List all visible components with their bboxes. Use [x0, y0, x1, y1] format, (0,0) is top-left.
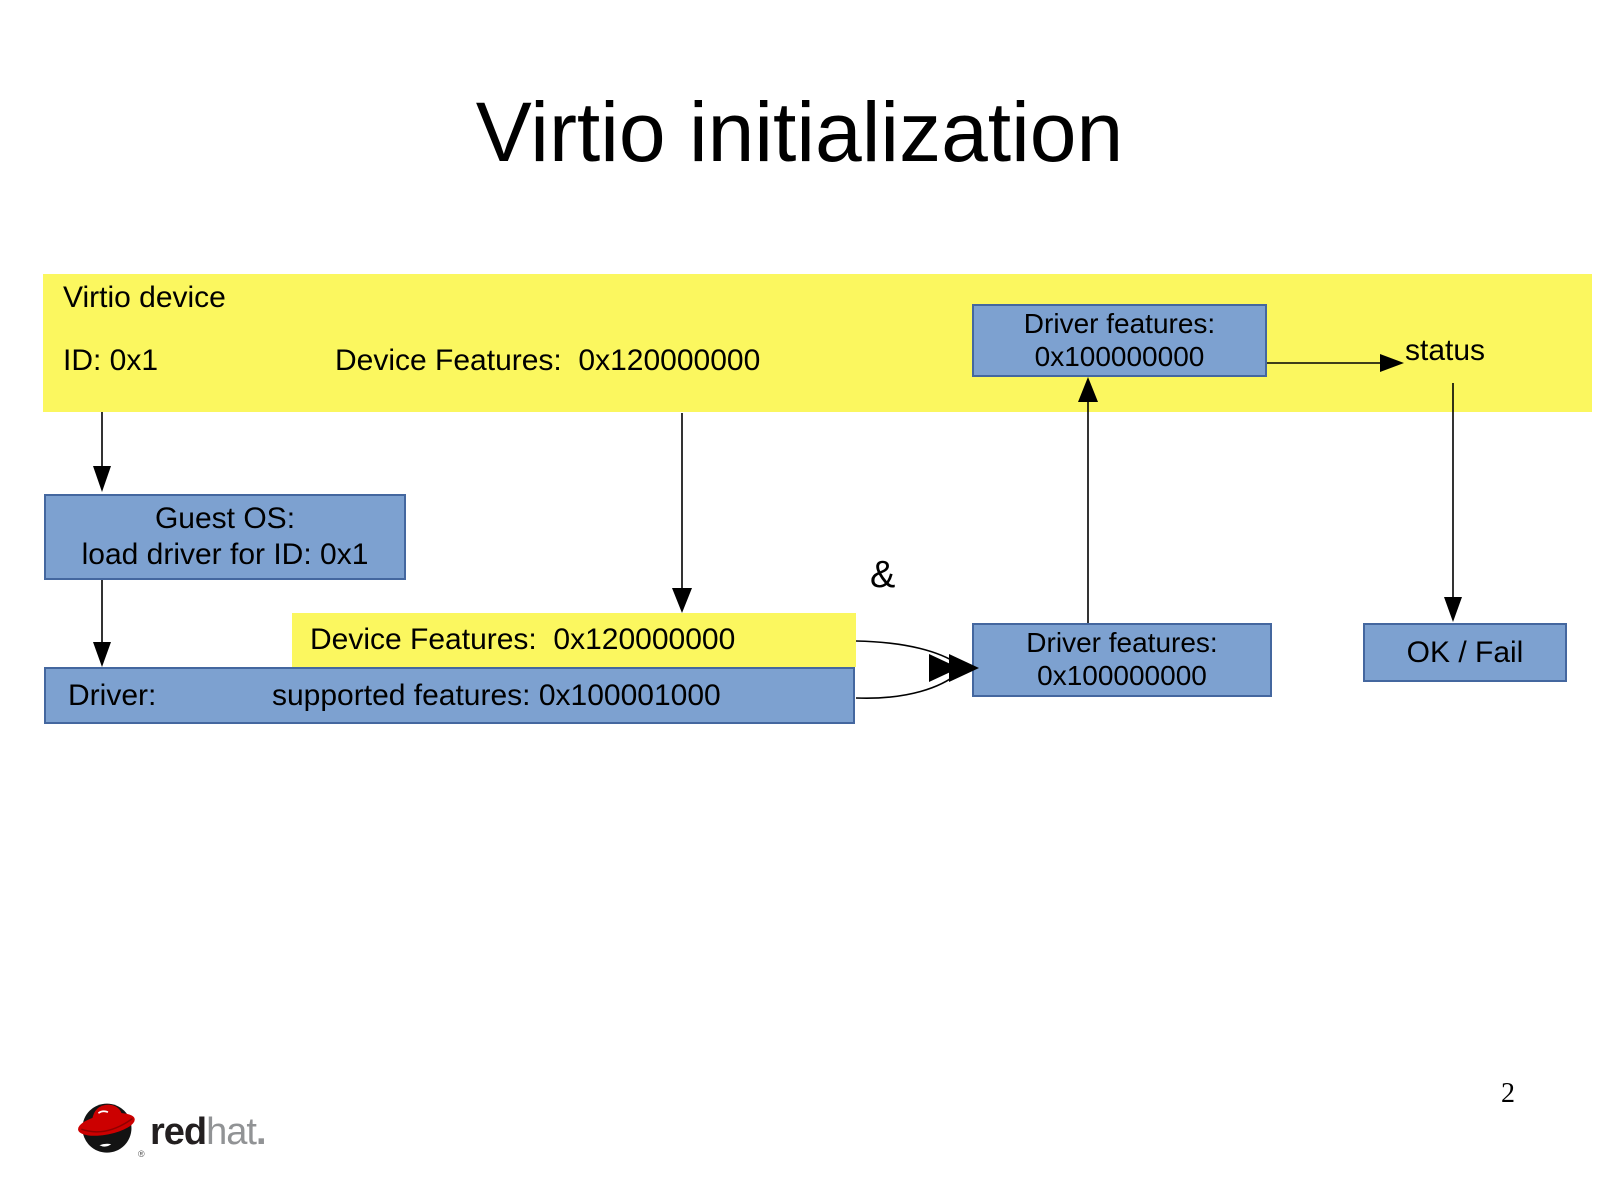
guest-os-line1: Guest OS:: [154, 502, 296, 535]
arrow-status-to-ok-fail: [1444, 383, 1462, 622]
arrow-guest-os-to-driver: [93, 580, 111, 667]
driver-features-mid-line2: 0x100000000: [1037, 660, 1207, 691]
curve-driver-to-and: [855, 672, 959, 699]
redhat-wordmark: redhat.: [150, 1111, 266, 1154]
guest-os-line2: load driver for ID: 0x1: [81, 538, 369, 571]
driver-label: Driver:: [68, 679, 157, 712]
driver-box: Driver: supported features: 0x100001000: [44, 667, 855, 724]
guest-os-box: Guest OS: load driver for ID: 0x1: [44, 494, 406, 580]
virtio-device-banner: Virtio device ID: 0x1 Device Features: 0…: [43, 274, 1592, 412]
and-operator-label: &: [870, 554, 896, 596]
logo-word-hat: hat: [206, 1111, 257, 1153]
driver-features-mid-line1: Driver features:: [1026, 627, 1218, 659]
arrow-banner-to-guest-os: [93, 412, 111, 492]
curve-device-features-to-and: [855, 640, 959, 665]
arrow-driver-features-mid-to-top: [1078, 377, 1098, 623]
registered-mark: ®: [138, 1149, 145, 1159]
device-features-label: Device Features: 0x120000000: [335, 344, 761, 377]
logo-word-red: red: [150, 1111, 207, 1153]
device-id-label: ID: 0x1: [63, 344, 159, 377]
driver-features-top-box: Driver features: 0x100000000: [972, 304, 1267, 377]
redhat-logo: ® redhat.: [76, 1083, 336, 1173]
driver-supported-features: supported features: 0x100001000: [272, 679, 721, 712]
driver-features-mid-box: Driver features: 0x100000000: [972, 623, 1272, 697]
banner-title: Virtio device: [63, 281, 226, 314]
slide-title: Virtio initialization: [475, 85, 1124, 179]
redhat-shadowman-icon: [78, 1103, 135, 1153]
device-features-mid-box: Device Features: 0x120000000: [292, 613, 856, 667]
driver-features-top-line1: Driver features:: [1023, 307, 1216, 339]
arrow-banner-to-device-features-mid: [672, 413, 692, 613]
page-number: 2: [1501, 1078, 1515, 1109]
ok-fail-box: OK / Fail: [1363, 623, 1567, 682]
driver-features-top-line2: 0x100000000: [1034, 340, 1205, 372]
status-label: status: [1405, 334, 1486, 367]
logo-dot: .: [255, 1111, 267, 1153]
